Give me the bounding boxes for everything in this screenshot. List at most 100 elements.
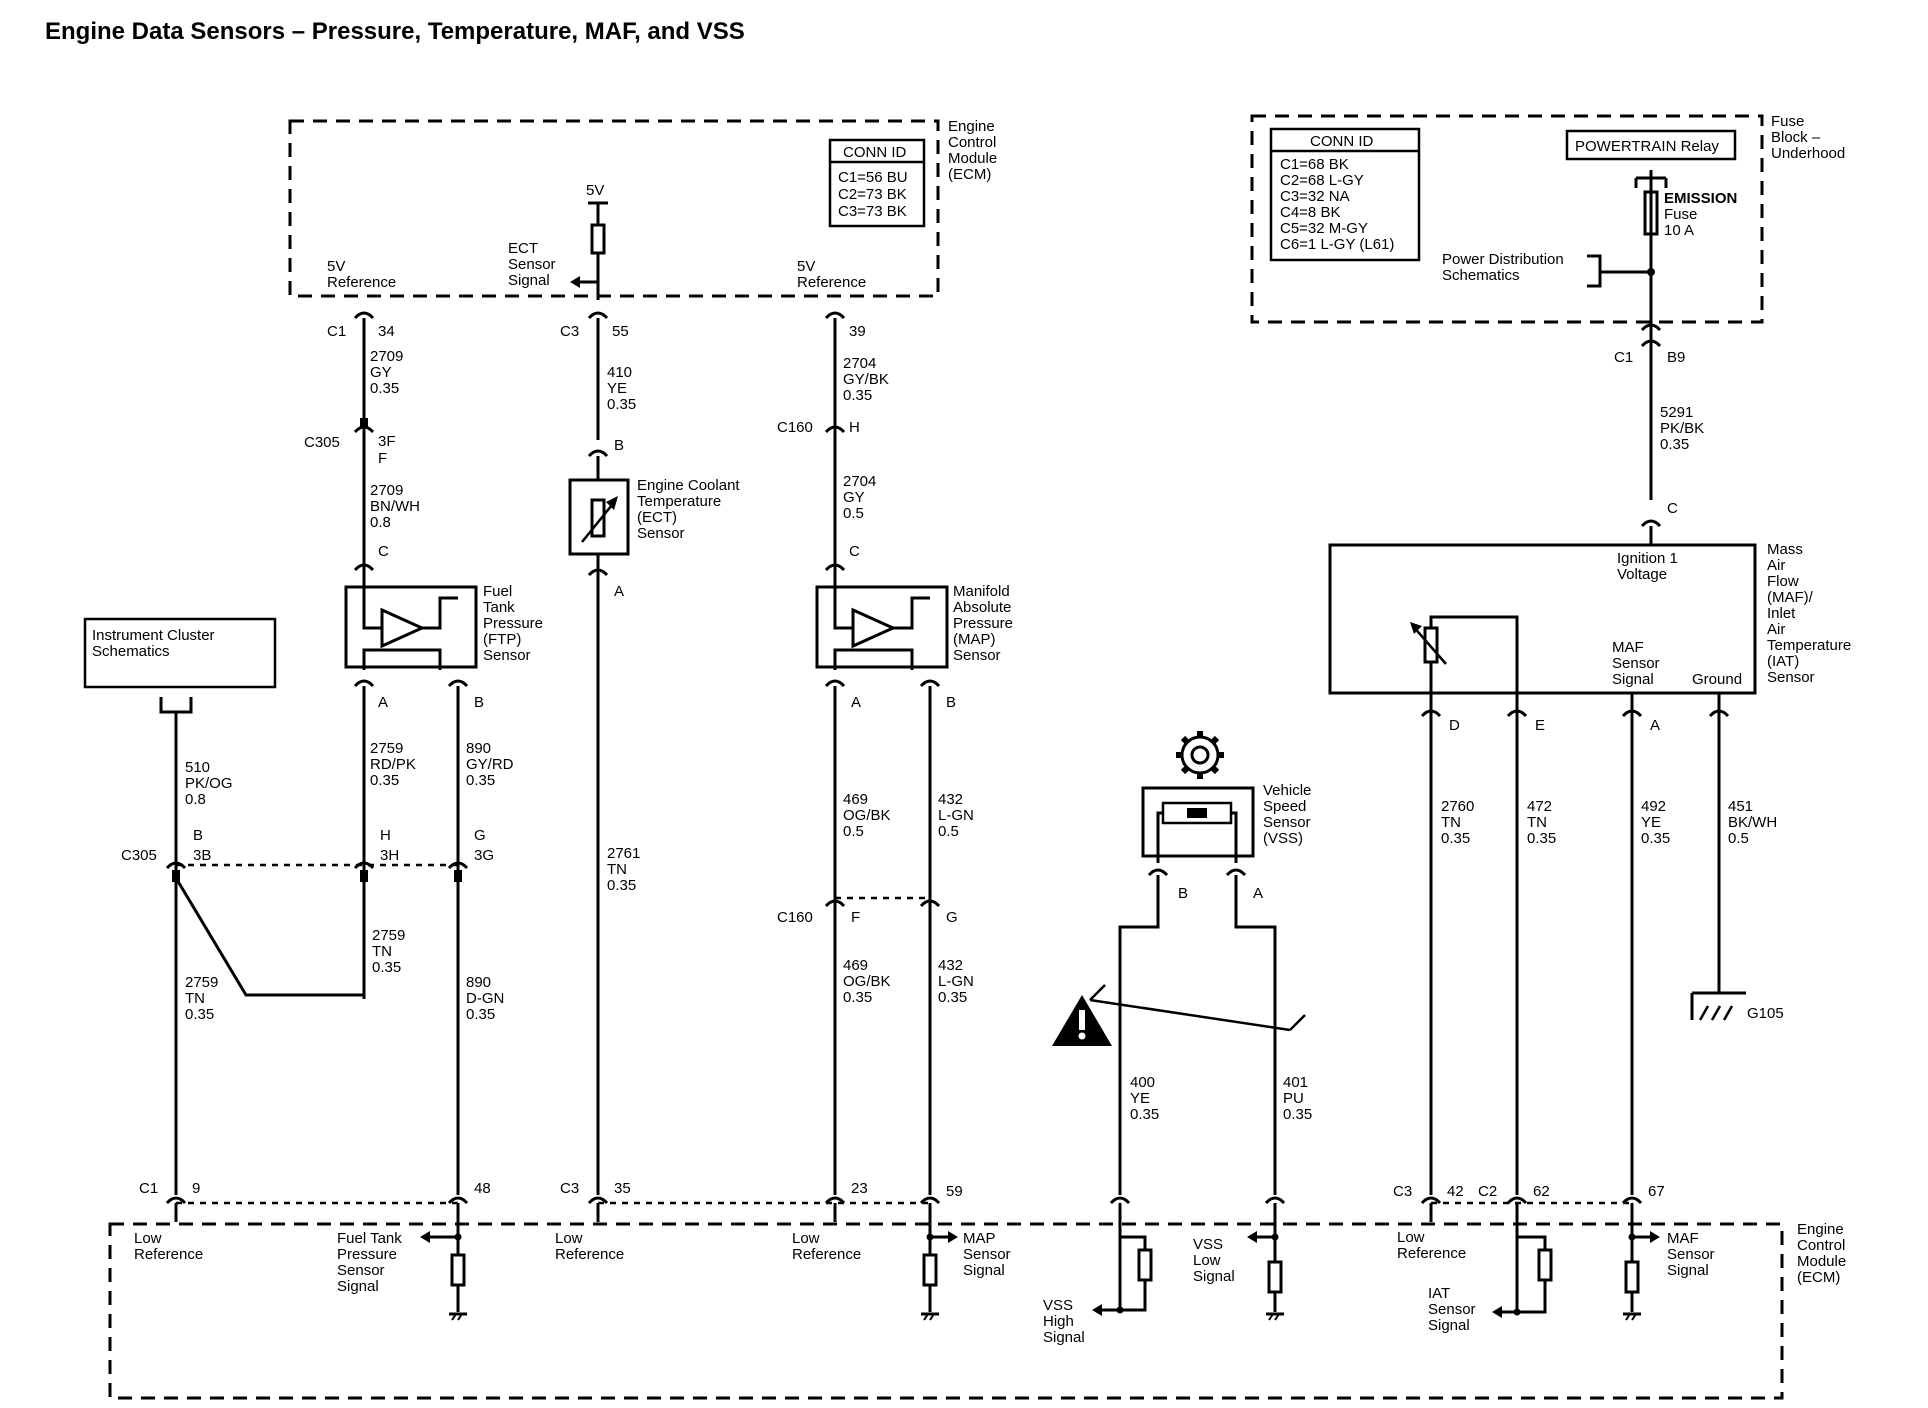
maf-pin-d: D (1449, 717, 1460, 734)
svg-text:Block –: Block – (1771, 129, 1821, 146)
svg-text:0.35: 0.35 (370, 772, 399, 789)
wire-5291-pkbk: 5291 PK/BK 0.35 (1660, 404, 1704, 453)
maf-sensor: Ignition 1 Voltage MAF Sensor Signal Gro… (1328, 541, 1851, 700)
svg-text:IAT: IAT (1428, 1285, 1450, 1302)
svg-text:Engine: Engine (1797, 1221, 1844, 1238)
svg-text:Signal: Signal (1667, 1262, 1709, 1279)
svg-text:OG/BK: OG/BK (843, 973, 891, 990)
ecm-ftp-signal: Fuel Tank Pressure Sensor Signal (337, 1203, 467, 1321)
svg-text:GY/BK: GY/BK (843, 371, 889, 388)
svg-text:Absolute: Absolute (953, 599, 1011, 616)
svg-text:Signal: Signal (963, 1262, 1005, 1279)
svg-text:469: 469 (843, 957, 868, 974)
svg-text:Signal: Signal (508, 272, 550, 289)
svg-text:PK/BK: PK/BK (1660, 420, 1704, 437)
ecm-c3-label: C3 (560, 1180, 579, 1197)
svg-text:EMISSION: EMISSION (1664, 190, 1737, 207)
svg-text:(ECT): (ECT) (637, 509, 677, 526)
svg-text:0.35: 0.35 (1283, 1106, 1312, 1123)
svg-text:Low: Low (1397, 1229, 1425, 1246)
svg-text:(MAP): (MAP) (953, 631, 996, 648)
svg-text:451: 451 (1728, 798, 1753, 815)
ecm-low-ref-4: Low Reference (1397, 1229, 1466, 1262)
svg-text:C2=73 BK: C2=73 BK (838, 186, 907, 203)
svg-text:492: 492 (1641, 798, 1666, 815)
wire-2759-tn-b: 2759 TN 0.35 (185, 974, 218, 1023)
svg-text:0.5: 0.5 (843, 505, 864, 522)
ect-signal-label: ECT Sensor Signal (508, 240, 556, 289)
svg-text:0.5: 0.5 (843, 823, 864, 840)
svg-text:2709: 2709 (370, 482, 403, 499)
svg-text:MAF: MAF (1667, 1230, 1699, 1247)
svg-text:(ECM): (ECM) (1797, 1269, 1840, 1286)
svg-text:0.8: 0.8 (185, 791, 206, 808)
svg-text:VSS: VSS (1193, 1236, 1223, 1253)
svg-text:H: H (380, 827, 391, 844)
vss-pin-b: B (1178, 885, 1188, 902)
ground-g105-icon: G105 (1690, 991, 1784, 1022)
svg-text:0.35: 0.35 (372, 959, 401, 976)
svg-text:Vehicle: Vehicle (1263, 782, 1311, 799)
svg-text:BN/WH: BN/WH (370, 498, 420, 515)
maf-pin-c: C (1667, 500, 1678, 517)
wire-401-pu: 401 PU 0.35 (1283, 1074, 1312, 1123)
svg-text:Flow: Flow (1767, 573, 1799, 590)
svg-text:Sensor: Sensor (1667, 1246, 1715, 1263)
map-pin-b: B (946, 694, 956, 711)
svg-text:469: 469 (843, 791, 868, 808)
svg-text:3G: 3G (474, 847, 494, 864)
maf-pin-a: A (1650, 717, 1660, 734)
svg-text:Low: Low (792, 1230, 820, 1247)
wire-432-lgn-b: 432 L-GN 0.35 (938, 957, 974, 1006)
map-sensor: Manifold Absolute Pressure (MAP) Sensor (815, 570, 1013, 688)
svg-text:2760: 2760 (1441, 798, 1474, 815)
ftp-pin-c: C (378, 543, 389, 560)
ect-sensor: Engine Coolant Temperature (ECT) Sensor (568, 456, 740, 575)
wire-451-bkwh: 451 BK/WH 0.5 (1728, 798, 1777, 847)
svg-text:YE: YE (1641, 814, 1661, 831)
ecm-low-ref-3: Low Reference (792, 1230, 861, 1263)
ect-c3-label: C3 (560, 323, 579, 340)
ecm-low-ref-2: Low Reference (555, 1230, 624, 1263)
wire-2709-gy: 2709 GY 0.35 (370, 348, 403, 397)
svg-text:D-GN: D-GN (466, 990, 504, 1007)
svg-text:TN: TN (1527, 814, 1547, 831)
svg-text:G105: G105 (1747, 1005, 1784, 1022)
svg-text:Control: Control (1797, 1237, 1845, 1254)
vss-sensor: Vehicle Speed Sensor (VSS) (1141, 782, 1311, 877)
svg-text:890: 890 (466, 740, 491, 757)
ftp-wires (174, 318, 460, 1195)
wire-410-ye: 410 YE 0.35 (607, 364, 636, 413)
wire-890-dgn: 890 D-GN 0.35 (466, 974, 504, 1023)
svg-text:BK/WH: BK/WH (1728, 814, 1777, 831)
ftp-c1-label: C1 (327, 323, 346, 340)
svg-text:0.35: 0.35 (1527, 830, 1556, 847)
svg-text:Sensor: Sensor (483, 647, 531, 664)
svg-text:Ground: Ground (1692, 671, 1742, 688)
svg-text:ECT: ECT (508, 240, 538, 257)
svg-text:C4=8 BK: C4=8 BK (1280, 204, 1340, 221)
svg-text:Pressure: Pressure (953, 615, 1013, 632)
svg-text:C1=56 BU: C1=56 BU (838, 169, 908, 186)
svg-text:High: High (1043, 1313, 1074, 1330)
map-pin-g: G (946, 909, 958, 926)
svg-text:Reference: Reference (792, 1246, 861, 1263)
c305-lower-connector: C305 B 3B H 3H G 3G (121, 827, 494, 882)
ftp-pin-a: A (378, 694, 388, 711)
wire-2704-gy: 2704 GY 0.5 (843, 473, 876, 522)
svg-text:Signal: Signal (1428, 1317, 1470, 1334)
svg-text:Temperature: Temperature (1767, 637, 1851, 654)
svg-text:Sensor: Sensor (1767, 669, 1815, 686)
ftp-c305-label: C305 (304, 434, 340, 451)
svg-text:0.5: 0.5 (938, 823, 959, 840)
svg-text:Mass: Mass (1767, 541, 1803, 558)
map-c160-label: C160 (777, 419, 813, 436)
svg-text:TN: TN (607, 861, 627, 878)
ref-left-label-2: Reference (327, 274, 396, 291)
svg-text:TN: TN (1441, 814, 1461, 831)
wire-2759-tn-a: 2759 TN 0.35 (372, 927, 405, 976)
wire-469-ogbk-a: 469 OG/BK 0.5 (843, 791, 891, 840)
svg-text:Inlet: Inlet (1767, 605, 1796, 622)
wire-2704-gybk: 2704 GY/BK 0.35 (843, 355, 889, 404)
